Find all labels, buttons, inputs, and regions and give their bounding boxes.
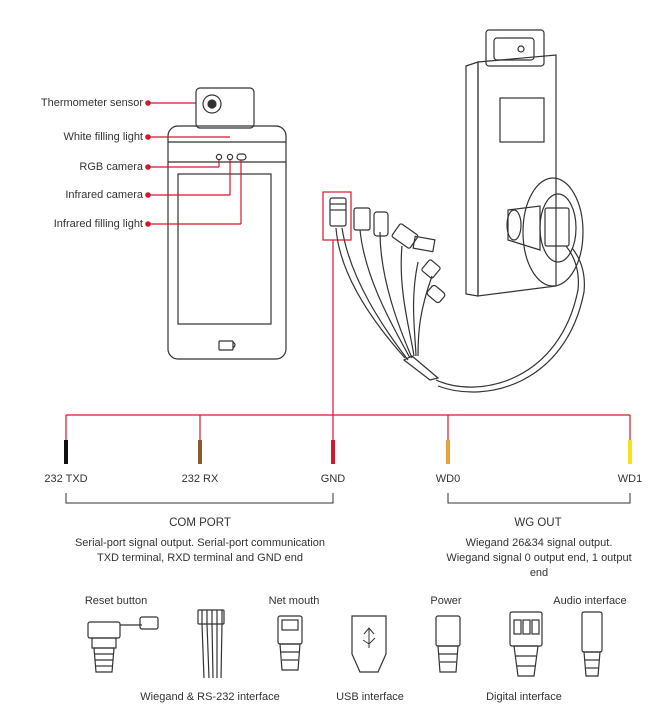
wiegand-rs232-connector: [197, 609, 225, 679]
wire-stub-wd1: [628, 440, 632, 464]
connector-label-digital-interface: Digital interface: [486, 691, 562, 703]
wire-label-txd: 232 TXD: [44, 473, 88, 485]
wire-color-stubs: [64, 440, 632, 464]
group-brackets: [65, 493, 631, 504]
connector-label-power: Power: [430, 595, 462, 607]
connector-illustrations: [87, 609, 603, 679]
wiegand-connector-highlight: [322, 191, 352, 241]
audio-connector: [581, 611, 603, 677]
wire-stub-gnd: [331, 440, 335, 464]
connector-label-audio-interface: Audio interface: [553, 595, 627, 607]
connector-label-wiegand-rs232: Wiegand & RS-232 interface: [140, 691, 280, 703]
wire-stub-wd0: [446, 440, 450, 464]
label-white-fill-light: White filling light: [63, 131, 143, 143]
connector-label-net-mouth: Net mouth: [268, 595, 320, 607]
digital-interface-connector: [509, 611, 543, 677]
com-port-description: Serial-port signal output. Serial-port c…: [74, 537, 326, 564]
wire-label-rx: 232 RX: [181, 473, 219, 485]
terminal-body: [167, 125, 287, 360]
label-rgb-camera: RGB camera: [79, 161, 143, 173]
terminal-screen: [177, 173, 272, 325]
label-infrared-fill-light: Infrared filling light: [53, 218, 143, 230]
wire-label-wd0: WD0: [435, 473, 461, 485]
connector-label-usb: USB interface: [336, 691, 404, 703]
callout-lines: [145, 100, 242, 227]
terminal-front: [167, 87, 287, 360]
wg-out-title: WG OUT: [514, 517, 562, 529]
cable-harness: [329, 197, 585, 393]
wire-stub-232-rx: [198, 440, 202, 464]
wall-mount-plate: [522, 177, 584, 287]
thermometer-sensor-module: [195, 87, 255, 129]
terminal-side-view: [465, 29, 584, 297]
wire-bus: [65, 414, 631, 440]
reset-button-connector: [87, 616, 159, 673]
label-thermometer-sensor: Thermometer sensor: [40, 97, 143, 109]
label-infrared-camera: Infrared camera: [65, 189, 143, 201]
thermometer-lens-icon: [202, 94, 222, 114]
com-port-title: COM PORT: [169, 517, 231, 529]
wire-stub-232-txd: [64, 440, 68, 464]
connector-label-reset-button: Reset button: [84, 595, 148, 607]
wire-label-wd1: WD1: [617, 473, 643, 485]
wg-out-description: Wiegand 26&34 signal output. Wiegand sig…: [446, 537, 632, 579]
usb-connector: [351, 615, 387, 673]
wire-label-gnd: GND: [320, 473, 346, 485]
card-icon: [218, 340, 234, 351]
net-mouth-connector: [277, 615, 303, 671]
power-connector: [435, 615, 461, 673]
